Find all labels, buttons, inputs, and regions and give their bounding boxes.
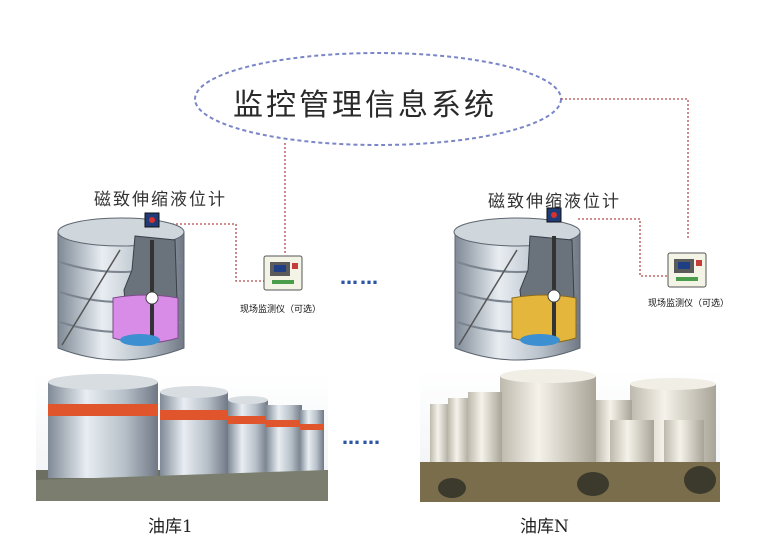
- link-lines: [168, 98, 689, 282]
- gauge-label-right: 磁致伸缩液位计: [488, 192, 621, 212]
- system-title: 监控管理信息系统: [233, 88, 497, 123]
- gauge-label-left: 磁致伸缩液位计: [94, 190, 227, 210]
- monitor-left: [263, 255, 303, 291]
- link-left-gauge: [168, 223, 268, 282]
- tank-left: [57, 212, 185, 361]
- link-right-top: [561, 98, 689, 240]
- ellipsis-top: ……: [340, 268, 380, 289]
- ellipsis-bottom: ……: [342, 428, 382, 449]
- tank-right: [453, 207, 581, 361]
- link-right-gauge: [578, 218, 668, 277]
- depot-1-photo: [36, 373, 328, 501]
- depot-n-photo: [420, 369, 720, 502]
- depot-label-1: 油库1: [148, 517, 193, 537]
- monitor-label-left: 现场监测仪（可选）: [240, 305, 322, 315]
- depot-label-n: 油库N: [520, 517, 569, 537]
- monitor-label-right: 现场监测仪（可选）: [648, 299, 730, 309]
- monitor-right: [667, 252, 707, 288]
